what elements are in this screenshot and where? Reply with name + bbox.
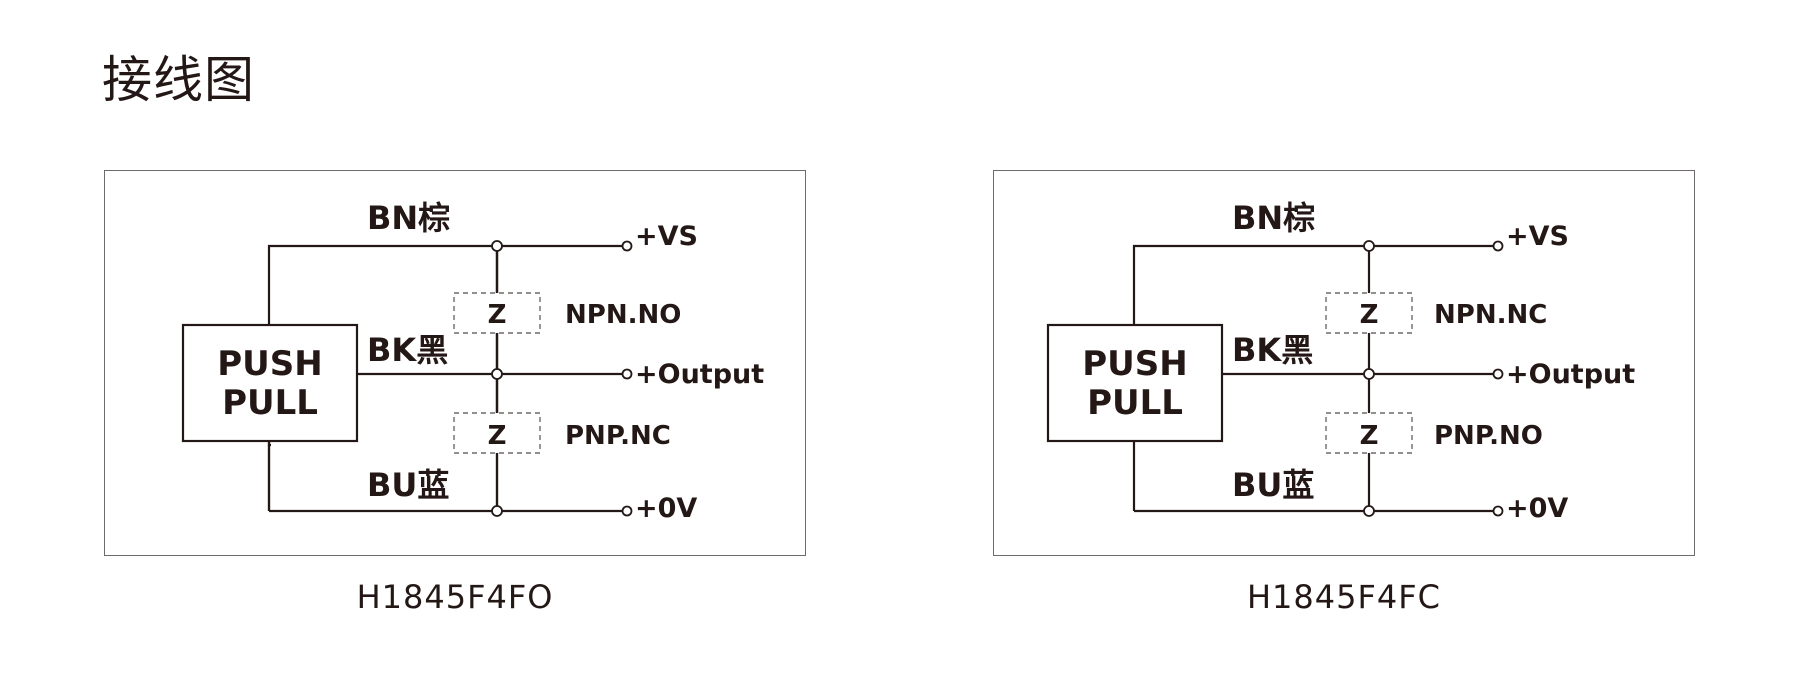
- push-pull-block: [181, 323, 359, 443]
- wiring-diagram-1: PUSH PULL BN棕 BK黑 BU蓝 Z Z NPN.NO PNP.NC …: [104, 170, 806, 556]
- junction-node: [491, 368, 503, 380]
- brown-wire-label: BN棕: [367, 199, 450, 237]
- brown-wire: [1132, 244, 1369, 325]
- terminal-output-label: +Output: [1506, 359, 1635, 390]
- load-z-lower: Z: [488, 421, 507, 451]
- circuit-1: PUSH PULL BN棕 BK黑 BU蓝 Z Z NPN.NO PNP.NC …: [181, 199, 764, 524]
- model-label-2: H1845F4FC: [1246, 578, 1441, 616]
- junction-node: [1363, 240, 1375, 252]
- load-z-lower: Z: [1360, 421, 1379, 451]
- load-label-upper: NPN.NC: [1434, 300, 1547, 330]
- black-wire-label: BK黑: [1232, 331, 1313, 369]
- blue-wire-label: BU蓝: [1232, 466, 1314, 504]
- model-label-1: H1845F4FO: [356, 578, 554, 616]
- terminal-output: [1492, 368, 1504, 380]
- block-label-pull: PULL: [222, 383, 318, 423]
- terminal-vs: [621, 240, 633, 252]
- terminal-zero: [621, 505, 633, 517]
- load-box-lower: [453, 412, 541, 454]
- load-z-upper: Z: [488, 300, 507, 330]
- terminal-zero-label: +0V: [635, 493, 697, 524]
- load-label-lower: PNP.NC: [565, 421, 671, 451]
- terminal-vs-label: +VS: [1506, 221, 1569, 252]
- wiring-diagram-2: PUSH PULL BN棕 BK黑 BU蓝 Z Z NPN.NC PNP.NO …: [993, 170, 1695, 556]
- terminal-vs-label: +VS: [635, 221, 698, 252]
- terminal-zero-label: +0V: [1506, 493, 1568, 524]
- load-label-upper: NPN.NO: [565, 300, 681, 330]
- page-title: 接线图: [102, 51, 255, 109]
- junction-node: [491, 505, 503, 517]
- load-z-upper: Z: [1360, 300, 1379, 330]
- brown-wire-label: BN棕: [1232, 199, 1315, 237]
- load-box-upper: [453, 292, 541, 334]
- blue-wire-label: BU蓝: [367, 466, 449, 504]
- junction-node: [491, 240, 503, 252]
- terminal-output: [621, 368, 633, 380]
- load-box-upper: [1325, 292, 1413, 334]
- circuit-2: PUSH PULL BN棕 BK黑 BU蓝 Z Z NPN.NC PNP.NO …: [1046, 199, 1635, 524]
- terminal-zero: [1492, 505, 1504, 517]
- block-label-push: PUSH: [1082, 344, 1187, 384]
- junction-node: [1363, 505, 1375, 517]
- junction-node: [1363, 368, 1375, 380]
- terminal-vs: [1492, 240, 1504, 252]
- load-box-lower: [1325, 412, 1413, 454]
- terminal-output-label: +Output: [635, 359, 764, 390]
- load-label-lower: PNP.NO: [1434, 421, 1543, 451]
- block-label-push: PUSH: [217, 344, 322, 384]
- push-pull-block: [1046, 323, 1224, 443]
- black-wire-label: BK黑: [367, 331, 448, 369]
- block-label-pull: PULL: [1087, 383, 1183, 423]
